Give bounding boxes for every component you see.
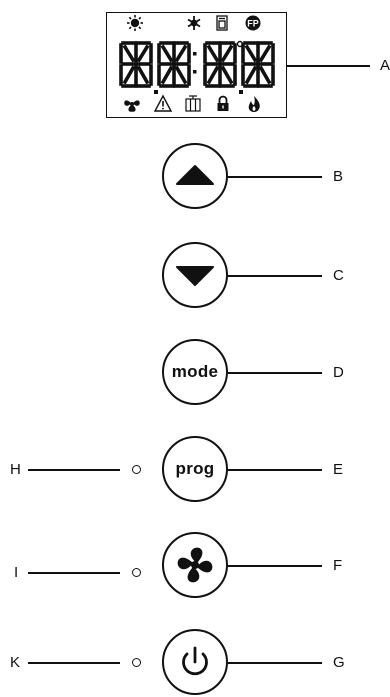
callout-line-i — [28, 572, 120, 574]
digit-1-segment-14 — [136, 44, 150, 63]
prog-button[interactable]: prog — [162, 436, 228, 502]
fan-button[interactable] — [162, 532, 228, 598]
warning-icon — [153, 94, 173, 112]
callout-label-b: B — [333, 168, 344, 185]
digit-1-segment-15 — [122, 65, 136, 85]
window-icon — [216, 15, 228, 31]
degree-sign — [236, 40, 244, 48]
fan-icon — [177, 547, 213, 583]
callout-line-k — [28, 662, 120, 664]
digit-2-segment-14 — [174, 44, 188, 63]
digit-2-segment-15 — [160, 65, 174, 85]
callout-line-f — [228, 565, 322, 567]
callout-label-k: K — [10, 654, 21, 671]
power-indicator-led — [132, 658, 141, 667]
digit-3-segment-13 — [206, 44, 220, 63]
decimal-dot-left — [154, 90, 158, 94]
callout-line-g — [228, 662, 322, 664]
down-button[interactable] — [162, 242, 228, 308]
digit-1-segment-16 — [136, 65, 150, 85]
callout-line-e — [228, 469, 322, 471]
callout-line-d — [228, 372, 322, 374]
digit-4-segment-13 — [244, 44, 258, 63]
digit-2-segment-13 — [160, 44, 174, 63]
digit-4-segment-16 — [258, 65, 272, 85]
digit-3-segment-15 — [206, 65, 220, 85]
callout-label-g: G — [333, 654, 345, 671]
fp-icon: FP — [245, 15, 261, 31]
up-button[interactable] — [162, 143, 228, 209]
mode-button-label: mode — [171, 362, 219, 381]
moon-icon — [165, 16, 172, 30]
digit-3-segment-16 — [220, 65, 234, 85]
callout-label-h: H — [10, 461, 21, 478]
segment-digits — [119, 41, 275, 88]
lcd-display: FP — [106, 12, 287, 118]
callout-line-c — [228, 275, 322, 277]
sun-icon — [127, 15, 143, 31]
digit-1-segment-13 — [122, 44, 136, 63]
fan-icon — [124, 100, 140, 112]
door-icon — [185, 95, 201, 112]
callout-label-e: E — [333, 461, 344, 478]
callout-line-b — [228, 176, 322, 178]
callout-label-i: I — [14, 564, 19, 581]
callout-label-c: C — [333, 267, 344, 284]
lcd-graphics: FP — [119, 15, 275, 112]
digit-4-segment-14 — [258, 44, 272, 63]
prog-button-label: prog — [175, 459, 215, 478]
svg-text:FP: FP — [247, 19, 259, 29]
colon-separator — [193, 52, 197, 74]
power-icon — [182, 646, 208, 676]
callout-label-f: F — [333, 557, 343, 574]
fan-indicator-led — [132, 568, 141, 577]
digit-3-segment-14 — [220, 44, 234, 63]
callout-line-h — [28, 469, 120, 471]
power-button[interactable] — [162, 629, 228, 695]
lock-icon — [217, 95, 229, 111]
callout-line-a — [287, 65, 370, 67]
triangle-up-icon — [176, 165, 214, 185]
triangle-down-icon — [176, 266, 214, 286]
mode-button[interactable]: mode — [162, 339, 228, 405]
prog-indicator-led — [132, 465, 141, 474]
flame-icon — [248, 96, 260, 112]
digit-4-segment-15 — [244, 65, 258, 85]
decimal-dot-right — [239, 90, 243, 94]
snowflake-icon — [187, 16, 201, 30]
callout-label-d: D — [333, 364, 344, 381]
callout-label-a: A — [380, 57, 390, 74]
digit-2-segment-16 — [174, 65, 188, 85]
